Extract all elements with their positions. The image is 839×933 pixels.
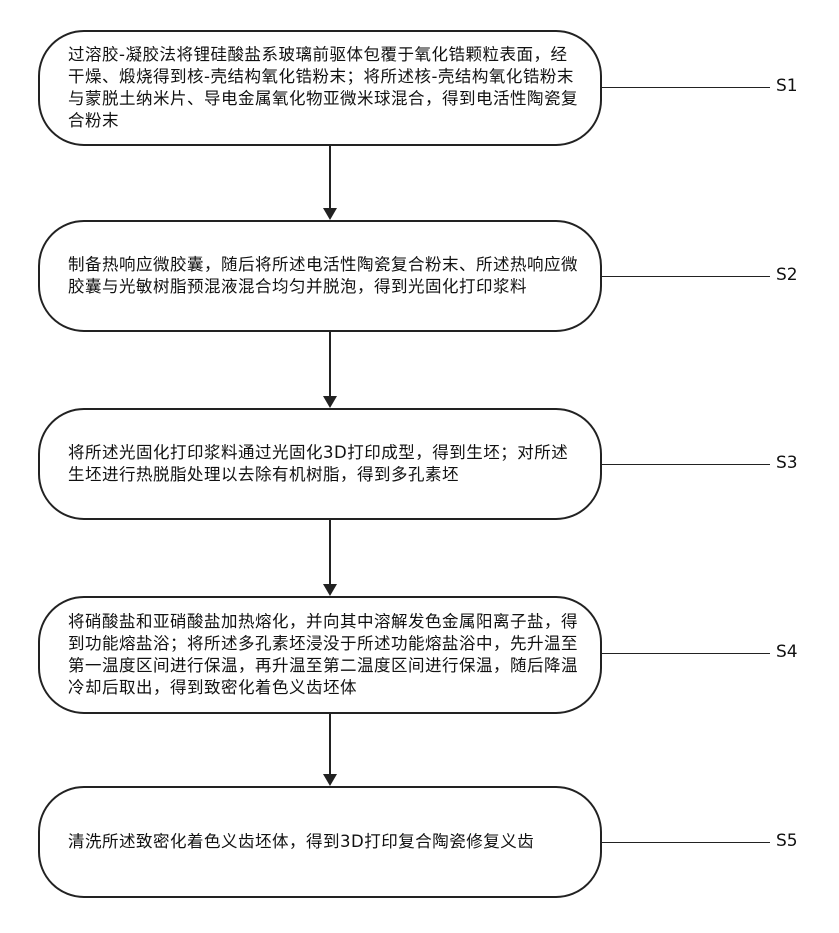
step-box-s1: 过溶胶-凝胶法将锂硅酸盐系玻璃前驱体包覆于氧化锆颗粒表面，经干燥、煅烧得到核-壳… <box>38 30 602 146</box>
flow-arrow-2 <box>329 332 331 406</box>
leader-line-s1 <box>602 87 770 88</box>
step-label-s3: S3 <box>776 453 798 473</box>
step-label-s5: S5 <box>776 831 798 851</box>
step-box-s3: 将所述光固化打印浆料通过光固化3D打印成型，得到生坯；对所述生坯进行热脱脂处理以… <box>38 408 602 520</box>
step-label-s1: S1 <box>776 76 798 96</box>
step-text-s5: 清洗所述致密化着色义齿坯体，得到3D打印复合陶瓷修复义齿 <box>40 831 600 853</box>
step-text-s3: 将所述光固化打印浆料通过光固化3D打印成型，得到生坯；对所述生坯进行热脱脂处理以… <box>40 442 600 486</box>
step-text-s4: 将硝酸盐和亚硝酸盐加热熔化，并向其中溶解发色金属阳离子盐，得到功能熔盐浴；将所述… <box>40 611 600 699</box>
step-label-s2: S2 <box>776 265 798 285</box>
step-text-s1: 过溶胶-凝胶法将锂硅酸盐系玻璃前驱体包覆于氧化锆颗粒表面，经干燥、煅烧得到核-壳… <box>40 44 600 132</box>
flow-arrow-4 <box>329 714 331 784</box>
leader-line-s4 <box>602 653 770 654</box>
step-box-s4: 将硝酸盐和亚硝酸盐加热熔化，并向其中溶解发色金属阳离子盐，得到功能熔盐浴；将所述… <box>38 596 602 714</box>
step-box-s2: 制备热响应微胶囊，随后将所述电活性陶瓷复合粉末、所述热响应微胶囊与光敏树脂预混液… <box>38 220 602 332</box>
step-text-s2: 制备热响应微胶囊，随后将所述电活性陶瓷复合粉末、所述热响应微胶囊与光敏树脂预混液… <box>40 254 600 298</box>
leader-line-s2 <box>602 276 770 277</box>
flow-arrow-3 <box>329 520 331 594</box>
leader-line-s3 <box>602 464 770 465</box>
leader-line-s5 <box>602 842 770 843</box>
step-label-s4: S4 <box>776 642 798 662</box>
step-box-s5: 清洗所述致密化着色义齿坯体，得到3D打印复合陶瓷修复义齿 <box>38 786 602 898</box>
flow-arrow-1 <box>329 146 331 218</box>
